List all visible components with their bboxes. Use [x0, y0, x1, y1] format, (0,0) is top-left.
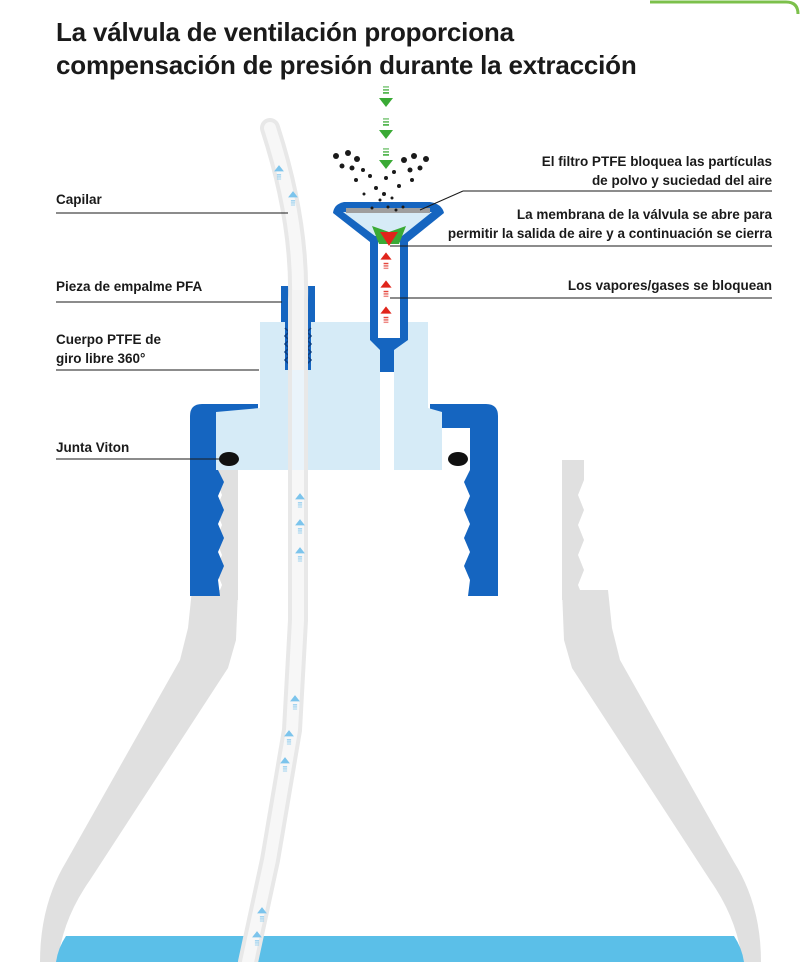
arrow-up-icon [257, 907, 267, 922]
leader-lines [56, 190, 772, 460]
dust-particle-icon [368, 174, 372, 178]
arrow-up-icon [288, 191, 298, 206]
label-vapores: Los vapores/gases se bloquean [568, 276, 772, 295]
dust-particle-icon [394, 208, 398, 212]
dust-particle-icon [417, 165, 423, 171]
dust-particle-icon [411, 153, 417, 159]
arrow-up-icon [295, 493, 305, 508]
capillary-tube-core [242, 122, 305, 962]
dust-particle-icon [401, 205, 405, 209]
dust-particle-icon [354, 156, 360, 162]
label-filtro-line-2: de polvo y suciedad del aire [591, 173, 772, 188]
title-line-1: La válvula de ventilación proporciona [56, 17, 514, 47]
label-vapores-text: Los vapores/gases se bloquean [567, 278, 772, 293]
liquid-level [56, 936, 744, 962]
label-junta-text: Junta Viton [56, 440, 130, 455]
title-line-2: compensación de presión durante la extra… [56, 50, 637, 80]
label-filtro-ptfe: El filtro PTFE bloquea las partículas de… [542, 152, 772, 190]
dust-particle-icon [423, 156, 429, 162]
dust-particle-icon [378, 198, 382, 202]
dust-particle-icon [392, 170, 396, 174]
label-cuerpo-line-2: giro libre 360° [56, 351, 146, 366]
dust-particle-icon [349, 165, 355, 171]
arrow-down-icon [379, 148, 393, 169]
label-membrana-line-2: permitir la salida de aire y a continuac… [447, 226, 772, 241]
label-cuerpo-ptfe: Cuerpo PTFE de giro libre 360° [56, 330, 161, 368]
label-membrana: La membrana de la válvula se abre para p… [448, 205, 772, 243]
capillary-in-body [292, 370, 304, 470]
label-pieza-empalme-text: Pieza de empalme PFA [56, 279, 203, 294]
dust-particle-icon [345, 150, 351, 156]
cap-left [190, 404, 258, 596]
dust-particle-icon [386, 205, 390, 209]
arrow-up-icon [290, 695, 300, 710]
dust-particle-icon [354, 178, 358, 182]
arrow-up-icon [380, 252, 392, 270]
label-membrana-line-1: La membrana de la válvula se abre para [516, 207, 772, 222]
dust-particle-icon [407, 167, 413, 173]
label-junta-viton: Junta Viton [56, 438, 129, 457]
capillary-flow-arrows [252, 165, 305, 946]
capillary-in-fitting [292, 290, 304, 370]
dust-particle-icon [401, 157, 407, 163]
valve-membrane-red [380, 232, 398, 246]
dust-particle-icon [370, 206, 374, 210]
dust-particles [333, 150, 429, 212]
dust-particle-icon [410, 178, 414, 182]
viton-seal-left [219, 452, 239, 466]
dust-particle-icon [361, 168, 365, 172]
vent-channel [378, 240, 400, 338]
bottle-interior [58, 468, 742, 962]
ptfe-body [216, 322, 442, 470]
dust-particle-icon [333, 153, 339, 159]
vapor-block-arrows [380, 252, 392, 324]
frame-corner [650, 0, 800, 15]
arrow-down-icon [379, 118, 393, 139]
air-inflow-arrows [379, 86, 393, 169]
ptfe-filter [346, 208, 430, 213]
label-capilar-text: Capilar [56, 192, 102, 207]
dust-particle-icon [384, 176, 388, 180]
arrow-up-icon [295, 519, 305, 534]
arrow-up-icon [380, 306, 392, 324]
label-cuerpo-line-1: Cuerpo PTFE de [56, 332, 162, 347]
arrow-up-icon [295, 547, 305, 562]
dust-particle-icon [374, 186, 378, 190]
dust-particle-icon [397, 184, 401, 188]
dust-particle-icon [382, 192, 386, 196]
dust-particle-icon [339, 163, 345, 169]
dust-particle-icon [390, 196, 394, 200]
arrow-up-icon [252, 931, 262, 946]
label-pieza-empalme: Pieza de empalme PFA [56, 277, 202, 296]
arrow-up-icon [380, 280, 392, 298]
pfa-fitting-thread [283, 327, 313, 365]
arrow-up-icon [284, 730, 294, 745]
arrow-down-icon [379, 86, 393, 107]
label-filtro-line-1: El filtro PTFE bloquea las partículas [541, 154, 772, 169]
bottle-neck-right [562, 460, 584, 600]
page-title: La válvula de ventilación proporciona co… [56, 16, 756, 82]
arrow-up-icon [280, 757, 290, 772]
label-capilar: Capilar [56, 190, 102, 209]
cap-right [430, 404, 498, 596]
filter-housing-inner [343, 212, 432, 236]
arrow-up-icon [274, 165, 284, 180]
dust-particle-icon [362, 192, 366, 196]
viton-seal-right [448, 452, 468, 466]
